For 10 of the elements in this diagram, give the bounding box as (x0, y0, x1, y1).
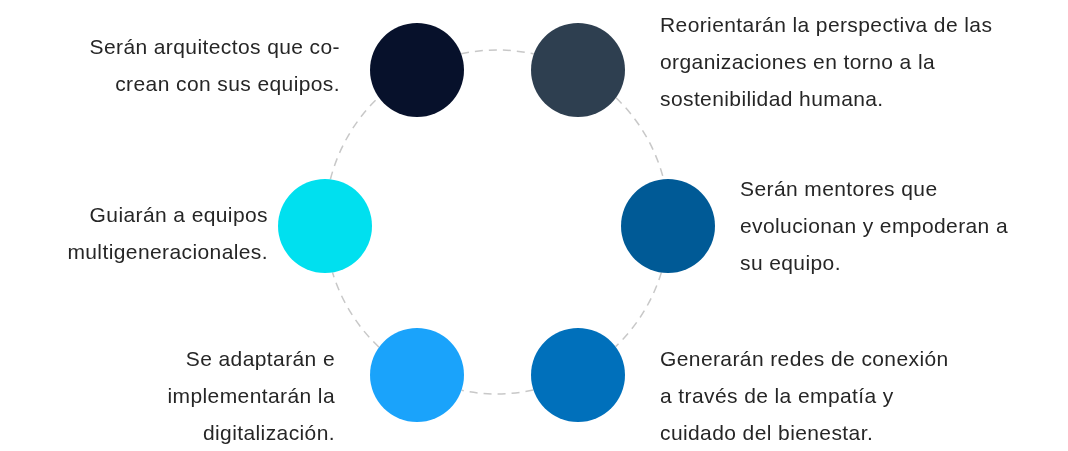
dashed-arc-connector (460, 389, 535, 395)
caption-text: Se adaptarán e implementarán la digitalización. (166, 346, 335, 446)
caption-text: Serán mentores que evolucionan y empoderan a su equipo. (740, 176, 1009, 276)
caption-text: Guiarán a equipos multigeneracionales. (66, 202, 268, 265)
dashed-arc-connector (460, 49, 535, 55)
caption-text: Serán arquitectos que co-crean con sus equipos. (88, 34, 340, 97)
dashed-arc-connector (331, 271, 380, 348)
dashed-arc-connector (614, 271, 663, 348)
caption-text: Generarán redes de conexión a través de la empatía y cuidado del bienestar. (660, 346, 950, 446)
caption-text: Reorientarán la perspectiva de las organizaciones en torno a la sostenibilidad humana. (660, 12, 994, 112)
